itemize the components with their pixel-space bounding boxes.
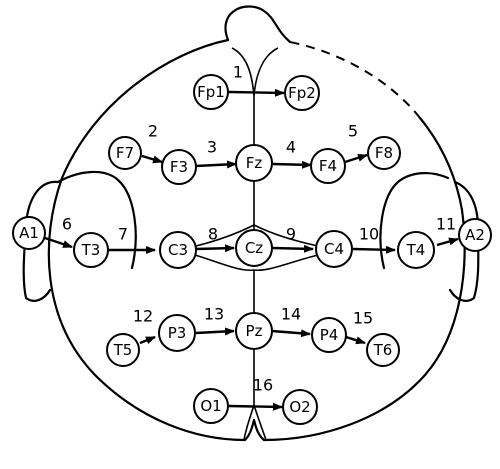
electrode-pz: Pz xyxy=(235,312,273,350)
electrode-label: T5 xyxy=(113,341,133,359)
electrode-o2: O2 xyxy=(282,389,318,425)
electrode-cz: Cz xyxy=(235,229,273,267)
electrode-label: O2 xyxy=(289,398,310,416)
electrode-t4: T4 xyxy=(397,231,435,269)
electrode-label: Pz xyxy=(246,322,263,340)
channel-number-1: 1 xyxy=(233,63,243,82)
electrode-f7: F7 xyxy=(108,136,142,170)
electrode-label: T6 xyxy=(373,341,393,359)
channel-number-13: 13 xyxy=(204,305,224,324)
right-temporal-curve xyxy=(379,172,450,270)
channel-number-6: 6 xyxy=(62,215,72,234)
electrode-label: Fp1 xyxy=(197,83,225,101)
head-dashed-top xyxy=(289,41,421,119)
channel-number-11: 11 xyxy=(436,215,456,234)
branch-lines xyxy=(194,224,319,272)
nose xyxy=(224,5,292,44)
channel-number-16: 16 xyxy=(253,376,273,395)
electrode-label: F8 xyxy=(375,144,393,162)
channel-number-7: 7 xyxy=(118,225,128,244)
electrode-t3: T3 xyxy=(73,232,109,268)
electrode-label: A2 xyxy=(465,226,485,244)
channel-number-3: 3 xyxy=(207,138,217,157)
electrode-label: F4 xyxy=(319,157,337,175)
left-ear xyxy=(22,180,60,302)
channel-number-12: 12 xyxy=(133,307,153,326)
channel-numbers: 1 2 3 4 5 6 7 8 9 10 11 12 13 14 15 16 xyxy=(62,63,456,395)
channel-number-4: 4 xyxy=(286,138,296,157)
electrode-f8: F8 xyxy=(367,136,401,170)
channel-number-8: 8 xyxy=(208,225,218,244)
electrode-label: F7 xyxy=(116,144,134,162)
channel-number-2: 2 xyxy=(148,122,158,141)
electrode-f3: F3 xyxy=(161,149,197,185)
right-ear xyxy=(448,180,480,302)
electrode-f4: F4 xyxy=(310,148,346,184)
electrode-label: P4 xyxy=(320,326,339,344)
electrode-fp1: Fp1 xyxy=(193,74,229,110)
midline-lower xyxy=(243,270,267,441)
electrode-label: Fz xyxy=(246,154,263,172)
electrode-t5: T5 xyxy=(106,333,140,367)
electrode-label: C4 xyxy=(324,240,344,258)
electrode-label: C3 xyxy=(168,241,188,259)
electrode-c4: C4 xyxy=(315,230,353,268)
channel-number-5: 5 xyxy=(348,122,358,141)
electrode-fp2: Fp2 xyxy=(284,75,320,111)
channel-arrows xyxy=(44,88,459,411)
electrode-fz: Fz xyxy=(235,144,273,182)
electrode-t6: T6 xyxy=(366,333,400,367)
electrode-o1: O1 xyxy=(193,388,229,424)
channel-number-9: 9 xyxy=(286,225,296,244)
electrode-label: T3 xyxy=(81,241,101,259)
electrode-c3: C3 xyxy=(159,231,197,269)
channel-number-15: 15 xyxy=(353,309,373,328)
electrode-label: Fp2 xyxy=(288,84,316,102)
channel-number-10: 10 xyxy=(359,225,379,244)
electrode-label: T4 xyxy=(406,241,426,259)
electrode-label: Cz xyxy=(245,239,263,257)
electrode-a2: A2 xyxy=(458,218,492,252)
electrode-a1: A1 xyxy=(12,216,46,250)
electrode-p3: P3 xyxy=(158,314,196,352)
electrode-p4: P4 xyxy=(311,317,347,353)
channel-number-14: 14 xyxy=(281,305,301,324)
left-temporal-curve xyxy=(56,170,137,270)
electrode-label: O1 xyxy=(200,397,221,415)
electrode-label: F3 xyxy=(170,158,188,176)
electrode-label: P3 xyxy=(168,324,187,342)
electrode-label: A1 xyxy=(19,224,39,242)
head-outline xyxy=(47,38,466,442)
